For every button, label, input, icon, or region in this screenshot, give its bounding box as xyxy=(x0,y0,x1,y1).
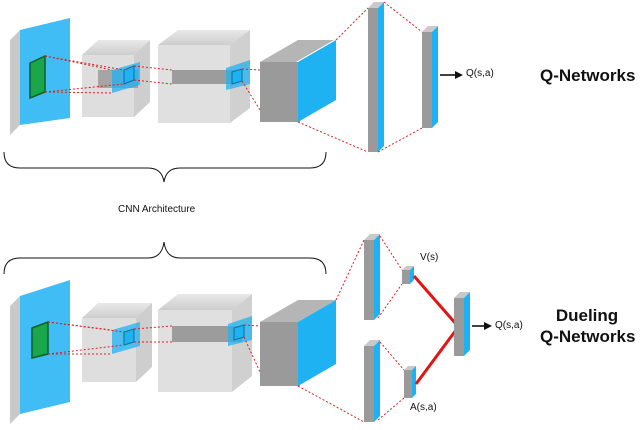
input-side-top xyxy=(10,30,20,135)
conv-output-bottom xyxy=(260,300,336,386)
conv-connections-top xyxy=(44,55,261,111)
conv-block-1-bottom xyxy=(82,303,152,382)
cnn-architecture-label: CNN Architecture xyxy=(118,204,196,215)
conv-output-top xyxy=(260,40,336,122)
fc-value-stream xyxy=(364,234,380,320)
q-label-bottom: Q(s,a) xyxy=(495,320,523,331)
input-layer-bottom xyxy=(10,280,70,424)
aggregation-lines xyxy=(412,275,458,385)
bottom-title-line2: Q-Networks xyxy=(540,327,636,346)
bottom-network xyxy=(3,234,492,424)
advantage-unit xyxy=(404,366,416,398)
cnn-brace-bottom xyxy=(3,241,327,275)
value-unit xyxy=(402,266,414,284)
fc2-top xyxy=(422,26,438,128)
value-label: V(s) xyxy=(420,252,439,263)
bottom-title-line1: Dueling xyxy=(555,306,619,325)
top-network xyxy=(3,1,463,183)
input-kernel-top xyxy=(29,54,46,100)
conv-block-2-bottom xyxy=(158,294,252,392)
q-output-arrow-top xyxy=(440,71,463,79)
fc1-top xyxy=(368,2,384,152)
input-kernel-bottom xyxy=(31,320,49,359)
conv-connections-bottom xyxy=(47,321,261,373)
stream-connections xyxy=(297,235,405,423)
input-layer-top xyxy=(10,18,70,135)
q-output-arrow-bottom xyxy=(472,322,492,330)
q-output-layer-bottom xyxy=(454,292,470,356)
q-label-top: Q(s,a) xyxy=(466,68,494,79)
conv-block-1-top xyxy=(82,40,150,117)
fc-advantage-stream xyxy=(364,340,380,422)
cnn-brace-top xyxy=(3,151,327,183)
fc-connections-top xyxy=(297,1,423,153)
advantage-label: A(s,a) xyxy=(410,402,437,413)
conv-block-2-top xyxy=(158,30,250,123)
top-title: Q-Networks xyxy=(540,66,636,85)
